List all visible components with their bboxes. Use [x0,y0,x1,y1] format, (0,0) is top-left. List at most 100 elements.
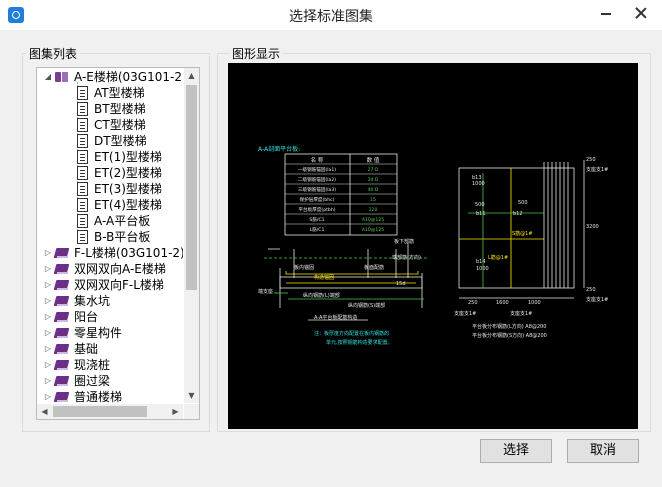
tree-node-label: 双网双向A-E楼梯 [74,262,166,276]
expand-icon[interactable]: ▷ [44,392,52,401]
support-label: 支座支1# [586,296,608,303]
book-icon [55,311,70,323]
scroll-right-icon[interactable]: ▶ [172,407,179,416]
tree-node-child[interactable]: AT型楼梯 [37,85,183,101]
tree-node-root[interactable]: ▷ 双网双向A-E楼梯 [37,261,183,277]
dim-label: 3200 [586,224,599,230]
section-label: 端支座 [258,288,273,295]
tree-node-root[interactable]: ▷ 普通楼梯 [37,389,183,404]
document-icon [77,230,88,244]
tree-node-root[interactable]: ▷ F-L楼梯(03G101-2) [37,245,183,261]
table-cell: S筋/C1 [309,216,324,223]
book-icon [55,295,70,307]
drawing-title: A-A剖面平台板: [258,145,300,153]
tree-node-label: ET(2)型楼梯 [94,166,162,180]
expand-icon[interactable]: ▷ [44,280,52,289]
table-cell: 保护层厚度(bhc) [300,196,335,203]
document-icon [77,102,88,116]
tree-node-root[interactable]: ▷ 基础 [37,341,183,357]
expand-icon[interactable]: ▷ [44,296,52,305]
tree-node-root-open[interactable]: ◢ A-E楼梯(03G101-2) [37,69,183,85]
tree-node-label: CT型楼梯 [94,118,146,132]
tree-node-child[interactable]: A-A平台板 [37,213,183,229]
document-icon [77,214,88,228]
scroll-up-icon[interactable]: ▲ [188,71,195,80]
tree-node-root[interactable]: ▷零星构件 [37,325,183,341]
dim-label: 500 [518,200,528,206]
close-icon [636,8,646,18]
cad-drawing: A-A剖面平台板: 名 称 数 值 一级钢筋锚固(la1)27 D二级钢筋锚固(… [258,145,608,346]
table-cell: 34 D [368,177,379,183]
section-label: 板内锚固 [294,264,314,271]
table-cell: 120 [369,207,378,213]
tree-node-child[interactable]: ET(2)型楼梯 [37,165,183,181]
plan-detail [458,160,585,299]
document-icon [77,198,88,212]
scroll-corner [184,404,199,419]
scroll-down-icon[interactable]: ▼ [188,391,195,400]
expand-icon[interactable]: ▷ [44,312,52,321]
tree-node-label: F-L楼梯(03G101-2) [74,246,183,260]
scroll-thumb[interactable] [53,406,147,417]
section-label: 板面配筋 [364,264,384,271]
table-header: 数 值 [367,156,380,164]
note-line: 单元,按照钢筋构造要求配置。 [326,339,393,346]
expand-icon[interactable]: ▷ [44,264,52,273]
tree-node-label: A-E楼梯(03G101-2) [74,70,183,84]
book-icon [55,279,70,291]
tree-node-label: 基础 [74,342,99,356]
tree-node-label: 现浇桩 [74,358,111,372]
tree-node-child[interactable]: ET(1)型楼梯 [37,149,183,165]
tree-node-root[interactable]: ▷ 集水坑 [37,293,183,309]
tree-node-root[interactable]: ▷阳台 [37,309,183,325]
support-label: 支座支1# [586,166,608,173]
expand-icon[interactable]: ▷ [44,376,52,385]
close-button[interactable] [625,0,657,28]
section-detail [264,243,428,321]
tree-node-child[interactable]: DT型楼梯 [37,133,183,149]
bar-label: L筋@1# [488,254,508,261]
window-title: 选择标准图集 [289,9,373,25]
dim-label: b13 [472,175,482,181]
plan-caption: 平台板分布钢筋(L方向) A8@200 [472,323,546,330]
expand-icon[interactable]: ▷ [44,328,52,337]
tree-horizontal-scrollbar[interactable]: ◀ ▶ [37,404,183,419]
section-label: 构造锚固 [314,274,334,281]
minimize-button[interactable] [590,0,622,28]
table-cell: 27 D [368,167,379,173]
expand-icon[interactable]: ▷ [44,248,52,257]
select-button[interactable]: 选择 [480,439,552,463]
tree-vertical-scrollbar[interactable]: ▲ ▼ [184,68,199,403]
section-caption: A-A平台板配筋构造 [314,314,357,321]
tree-node-child[interactable]: ET(3)型楼梯 [37,181,183,197]
tree-node-child[interactable]: CT型楼梯 [37,117,183,133]
collapse-icon[interactable]: ◢ [44,72,52,81]
section-label: 15d [396,281,406,287]
document-icon [77,118,88,132]
scroll-thumb[interactable] [186,85,197,290]
atlas-list-label: 图集列表 [26,45,81,62]
document-icon [77,86,88,100]
dim-label: 500 [475,202,485,208]
book-icon [55,391,70,403]
tree-node-root[interactable]: ▷双网双向F-L楼梯 [37,277,183,293]
tree-node-root[interactable]: ▷ 圈过梁 [37,373,183,389]
tree-node-child[interactable]: ET(4)型楼梯 [37,197,183,213]
expand-icon[interactable]: ▷ [44,360,52,369]
scroll-left-icon[interactable]: ◀ [41,407,48,416]
note-line: 注：板厚度方向配置在板内钢筋的 [314,330,389,337]
expand-icon[interactable]: ▷ [44,344,52,353]
atlas-list-group [22,53,210,432]
tree-node-label: 普通楼梯 [74,390,123,404]
tree-node-label: 圈过梁 [74,374,111,388]
tree-node-root[interactable]: ▷ 现浇桩 [37,357,183,373]
cancel-button[interactable]: 取消 [567,439,639,463]
tree-node-label: 集水坑 [74,294,111,308]
book-icon [55,343,70,355]
table-cell: 40 D [368,187,379,193]
tree-node-child[interactable]: BT型楼梯 [37,101,183,117]
tree-node-child[interactable]: B-B平台板 [37,229,183,245]
